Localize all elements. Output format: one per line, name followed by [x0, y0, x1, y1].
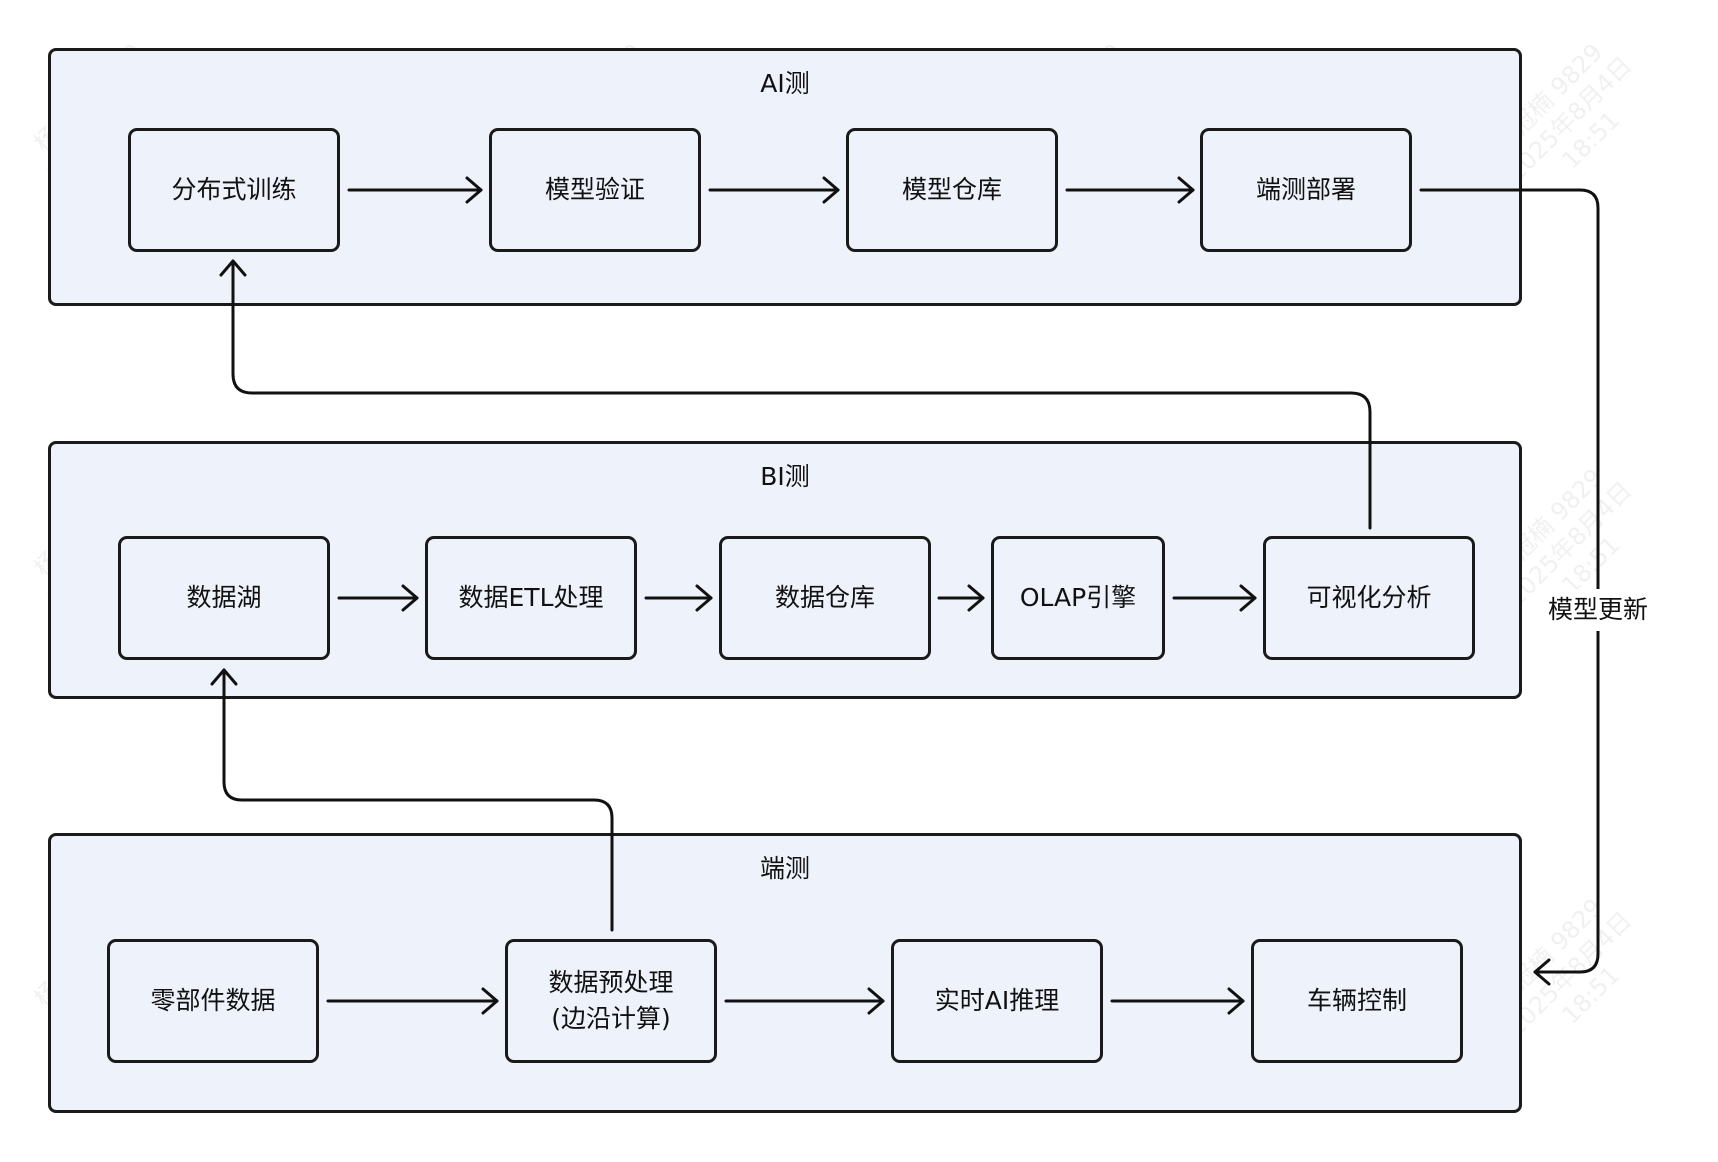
model-update-label: 模型更新: [1538, 589, 1658, 631]
node-olap-engine: OLAP引擎: [991, 536, 1165, 660]
node-realtime-inference: 实时AI推理: [891, 939, 1103, 1063]
edge-deployment-to-vehicle-control: [1419, 188, 1600, 986]
node-model-repository: 模型仓库: [846, 128, 1058, 252]
bi-side-title: BI测: [760, 462, 810, 491]
edge-inference-to-vehicle-control: [1110, 987, 1245, 1015]
edge-preprocessing-to-lake: [210, 668, 614, 932]
node-edge-deployment: 端测部署: [1200, 128, 1412, 252]
edge-validation-to-repository: [708, 176, 840, 204]
edge-training-to-validation: [347, 176, 483, 204]
node-data-warehouse: 数据仓库: [719, 536, 931, 660]
edge-lake-to-etl: [337, 584, 419, 612]
node-visual-analytics: 可视化分析: [1263, 536, 1475, 660]
ai-side-title: AI测: [760, 69, 810, 98]
edge-repository-to-deployment: [1065, 176, 1195, 204]
edge-etl-to-warehouse: [644, 584, 713, 612]
node-data-lake: 数据湖: [118, 536, 330, 660]
node-parts-data: 零部件数据: [107, 939, 319, 1063]
node-distributed-training: 分布式训练: [128, 128, 340, 252]
edge-visual-analytics-to-training: [219, 259, 1372, 530]
node-vehicle-control: 车辆控制: [1251, 939, 1463, 1063]
node-model-validation: 模型验证: [489, 128, 701, 252]
edge-olap-to-visual: [1172, 584, 1257, 612]
edge-warehouse-to-olap: [937, 584, 985, 612]
edge-preprocessing-to-inference: [724, 987, 885, 1015]
node-data-etl: 数据ETL处理: [425, 536, 637, 660]
edge-side-title: 端测: [759, 854, 810, 883]
edge-parts-to-preprocessing: [326, 987, 499, 1015]
node-data-preprocessing: 数据预处理 (边沿计算): [505, 939, 717, 1063]
